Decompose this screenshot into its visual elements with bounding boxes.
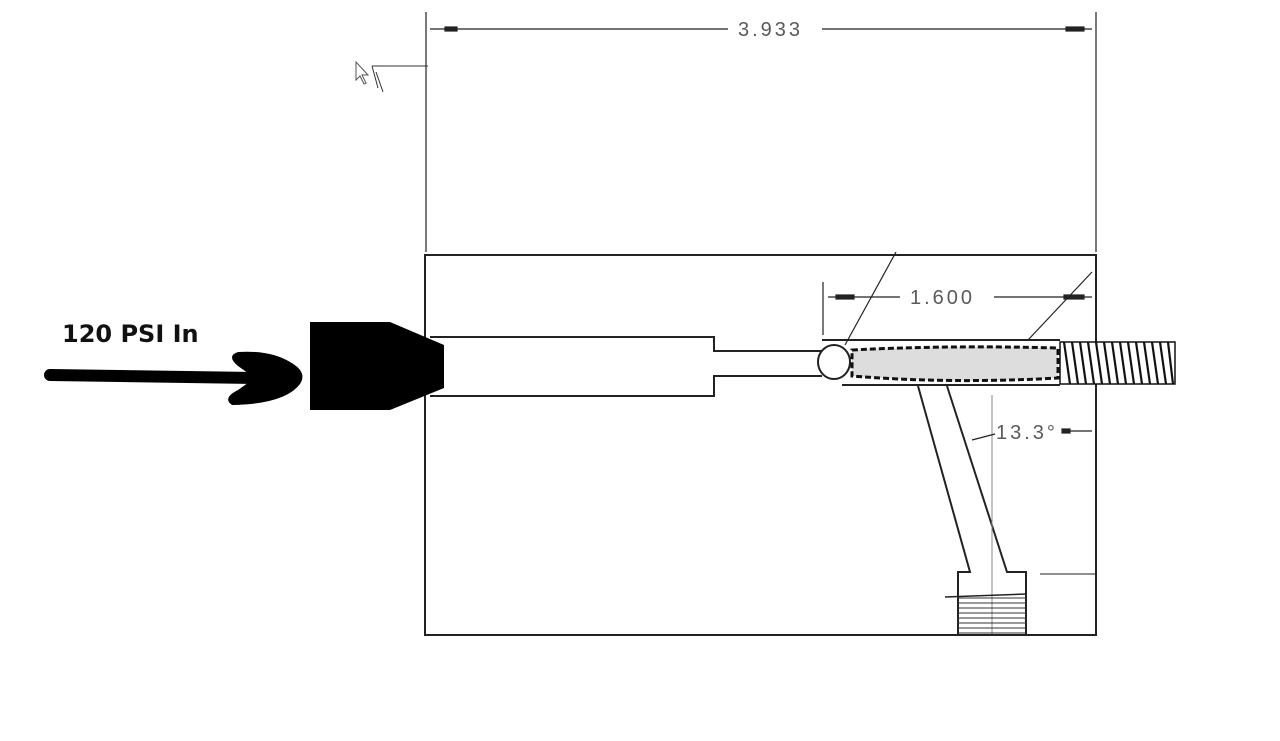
body-block bbox=[424, 254, 1097, 636]
angle-dimension bbox=[971, 428, 1092, 441]
thread-length-label: 1.600 bbox=[910, 287, 975, 309]
angle-label: 13.3° bbox=[996, 422, 1058, 444]
mouse-cursor-icon bbox=[355, 60, 428, 93]
flow-arrow-icon bbox=[44, 351, 303, 405]
threaded-branch-port bbox=[958, 597, 1026, 634]
inlet-pressure-label: 120 PSI In bbox=[62, 320, 199, 348]
threaded-outlet bbox=[1059, 341, 1176, 385]
outlet-channel bbox=[817, 339, 1060, 386]
inlet-bore bbox=[430, 336, 822, 397]
overall-width-label: 3.933 bbox=[738, 19, 803, 41]
inlet-fitting bbox=[310, 322, 444, 410]
thread-length-dimension bbox=[822, 251, 1093, 346]
overall-width-dimension bbox=[425, 12, 1097, 252]
